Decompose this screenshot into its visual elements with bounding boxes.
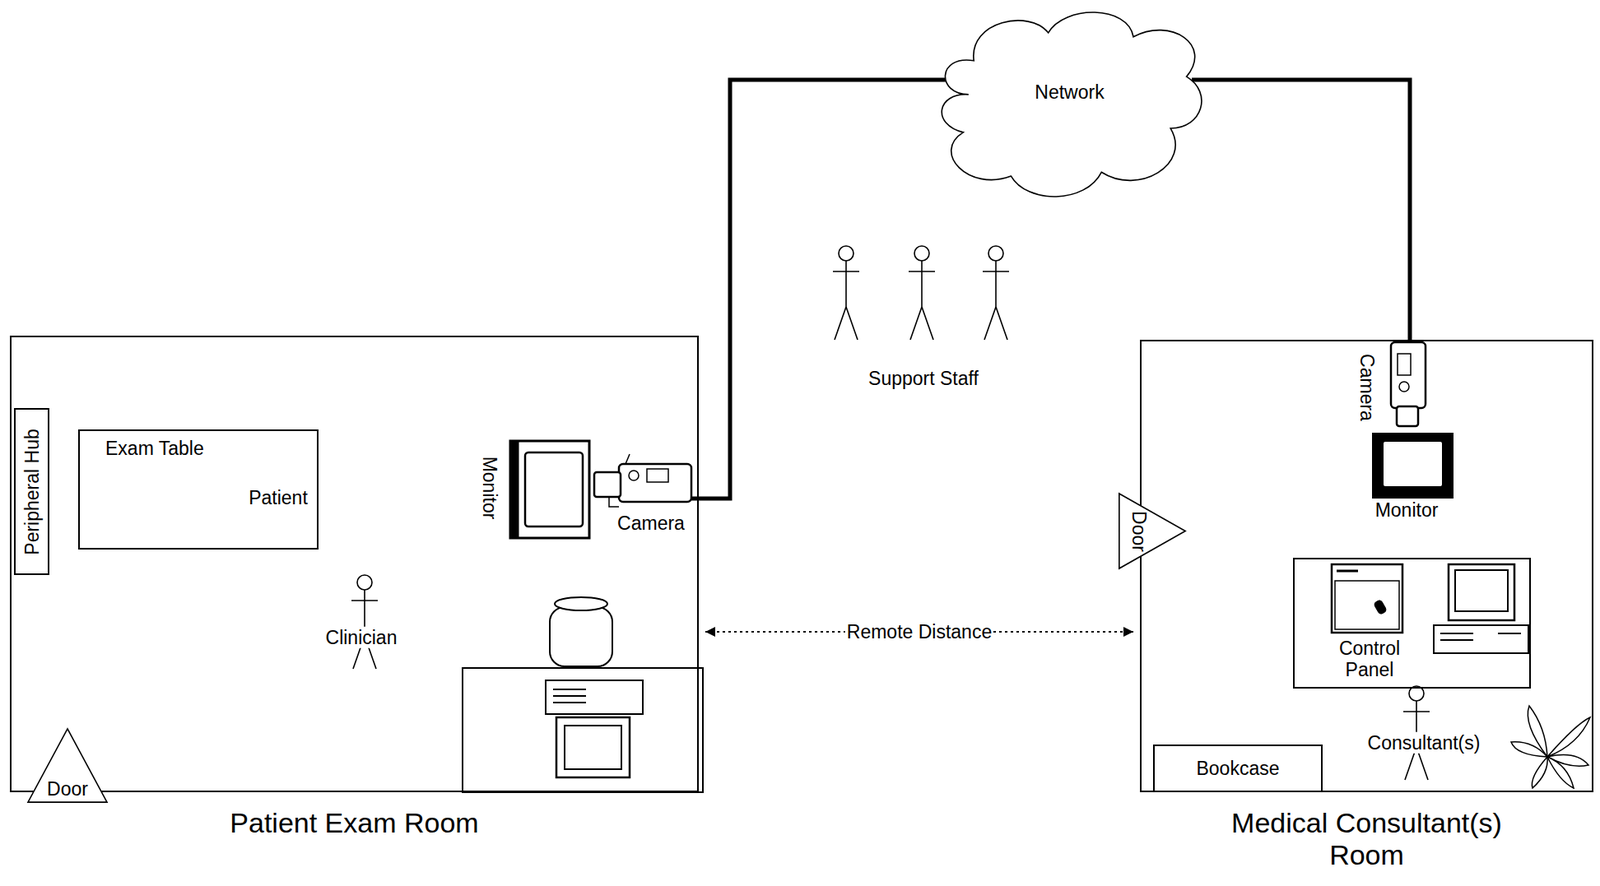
- camera-grip: [609, 497, 619, 507]
- drive-slots: [1440, 633, 1521, 641]
- node-label: Door: [1127, 511, 1149, 553]
- leaf: [1531, 757, 1548, 789]
- stick-figures: [262, 246, 1430, 781]
- leaf: [1547, 717, 1591, 758]
- node-label: Control Panel: [1328, 637, 1411, 682]
- door-shape: [1119, 493, 1186, 569]
- part-label: Support Staff: [866, 367, 981, 390]
- network-wire: [698, 79, 946, 499]
- monitor-case: [510, 441, 590, 539]
- part-label: Clinician: [324, 627, 400, 649]
- cloud-outline: [936, 4, 1203, 205]
- camera-panel: [1397, 353, 1411, 376]
- staff-figure: [832, 246, 860, 340]
- control-panel-pad: [1334, 581, 1400, 630]
- camera-knob: [628, 470, 639, 481]
- staff-figure: [982, 246, 1010, 340]
- camera-lens: [594, 472, 621, 498]
- desk: [462, 668, 703, 793]
- monitor-screen: [1382, 441, 1443, 488]
- door-symbol: Door: [1118, 493, 1187, 570]
- part-label: Camera: [615, 512, 687, 535]
- node-label: Door: [46, 778, 89, 800]
- network-wire: [1191, 79, 1410, 340]
- consultant-camera: [1390, 342, 1426, 427]
- exam-camera: [594, 454, 699, 507]
- door-symbol: Door: [27, 728, 108, 804]
- room-caption: Patient Exam Room: [229, 807, 479, 840]
- camera-mic: [625, 454, 630, 465]
- room-caption: Medical Consultant(s) Room: [1194, 807, 1540, 872]
- room-box: Patient Exam RoomPeripheral HubExam Tabl…: [9, 335, 699, 793]
- node-label: Peripheral Hub: [20, 428, 42, 555]
- part-label: Monitor: [479, 455, 501, 522]
- staff-figure: [908, 246, 935, 340]
- computer-screen: [1455, 570, 1508, 612]
- desk-box: Control Panel: [1293, 558, 1531, 689]
- drive-slots: [553, 689, 587, 703]
- exam-monitor: [510, 441, 590, 539]
- camera-body: [1390, 342, 1426, 409]
- computer-screen: [564, 725, 622, 770]
- node-label: Network: [1034, 81, 1104, 103]
- computer-case: [545, 680, 643, 715]
- mouse: [1373, 600, 1388, 616]
- monitor-screen: [525, 452, 583, 527]
- printer: [549, 607, 613, 667]
- cloud-shape: [941, 12, 1202, 197]
- computer-monitor: [556, 717, 630, 778]
- computer-case: [1433, 625, 1529, 654]
- printer-lid: [554, 597, 608, 611]
- computer-monitor: [1448, 564, 1515, 621]
- consultant-monitor: [1372, 433, 1453, 498]
- clinician-figure: [351, 575, 378, 670]
- control-panel-icon: [1331, 564, 1403, 633]
- leaf: [1547, 757, 1574, 789]
- monitor-case: [1372, 433, 1453, 498]
- monitor-side: [510, 441, 519, 539]
- part-label: Monitor: [1373, 499, 1441, 521]
- camera-lens: [1396, 406, 1419, 427]
- node-label: Bookcase: [1195, 758, 1280, 780]
- part-label: Consultant(s): [1366, 732, 1483, 754]
- bookcase-box: Bookcase: [1153, 744, 1323, 793]
- camera-knob: [1399, 381, 1410, 392]
- door-shape: [27, 729, 107, 803]
- exam-workstation: [462, 597, 703, 793]
- edge-label: Remote Distance: [845, 621, 994, 643]
- plant: [1511, 706, 1591, 789]
- control-panel-slot: [1336, 570, 1359, 573]
- camera-body: [618, 464, 692, 503]
- part-label: Patient: [246, 487, 310, 509]
- part-label: Camera: [1356, 352, 1378, 424]
- camera-panel: [646, 469, 669, 483]
- peripheral-hub-box: Peripheral Hub: [13, 408, 50, 576]
- leaf: [1511, 742, 1548, 758]
- node-label: Exam Table: [105, 437, 205, 460]
- network-cloud: Network: [936, 4, 1203, 205]
